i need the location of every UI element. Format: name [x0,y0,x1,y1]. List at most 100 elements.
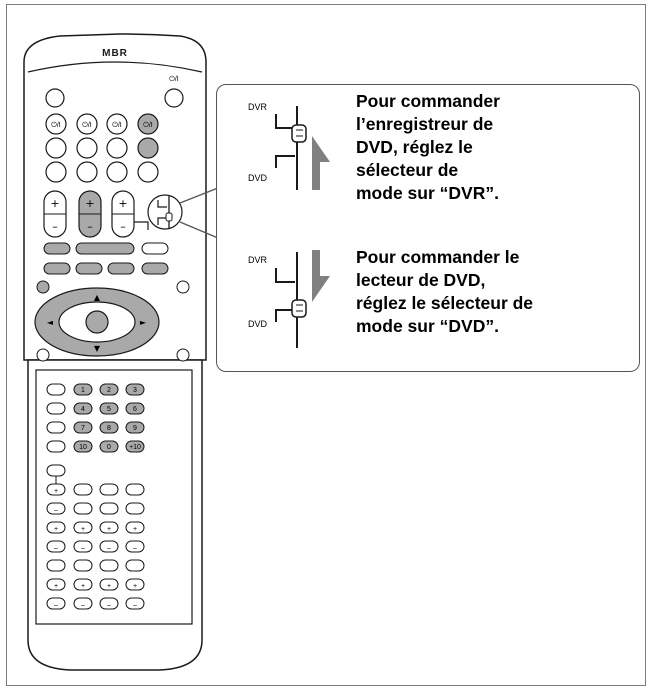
power-button-1-label: ⏻/I [51,121,60,129]
adjust-plus-1[interactable] [46,483,66,496]
power-button-4[interactable] [137,113,159,135]
adjust-minus-3b[interactable] [73,597,93,610]
adjust-minus-2a[interactable] [46,540,66,553]
adjust-plus-1-label: + [54,488,58,495]
pill-button-5[interactable] [107,262,135,275]
dpad-down-arrow: ▼ [94,344,101,353]
adjust-plus-2c-label: + [107,526,111,533]
small-button-bottom-right[interactable] [176,348,190,362]
numpad-key-7-label: 7 [81,425,85,432]
adjust-button-b4[interactable] [125,502,145,515]
dpad-up-arrow: ▲ [94,293,101,302]
adjust-button-c1[interactable] [46,559,66,572]
numpad-key-plus10[interactable] [125,440,145,453]
adjust-minus-2d-label: – [133,545,137,552]
adjust-minus-3d[interactable] [125,597,145,610]
adjust-minus-3a[interactable] [46,597,66,610]
adjust-buttons: + – + + + + – – – – + + + + – – – – [46,483,145,610]
source-button-4[interactable] [137,137,159,159]
adjust-minus-3c-label: – [107,602,111,609]
adjust-plus-3a[interactable] [46,578,66,591]
adjust-plus-3d-label: + [133,583,137,590]
numpad-key-1[interactable] [73,383,93,396]
standby-button-left[interactable] [45,88,65,108]
adjust-plus-2c[interactable] [99,521,119,534]
power-button-1[interactable] [45,113,67,135]
rocker-center-plus: + [85,197,94,210]
adjust-button-b2[interactable] [73,502,93,515]
numpad: 1 2 3 4 5 6 7 8 9 10 0 +10 [46,383,145,453]
adjust-plus-2a-label: + [54,526,58,533]
small-button-left[interactable] [36,280,50,294]
numpad-key-6[interactable] [125,402,145,415]
power-button-2-label: ⏻/I [82,121,91,129]
power-button-2[interactable] [76,113,98,135]
numpad-side-button-3[interactable] [46,421,66,434]
source-button-6[interactable] [76,161,98,183]
power-button-3[interactable] [106,113,128,135]
pill-button-3[interactable] [43,262,71,275]
source-button-5[interactable] [45,161,67,183]
adjust-minus-1[interactable] [46,502,66,515]
numpad-key-0-label: 0 [107,444,111,451]
adjust-plus-3d[interactable] [125,578,145,591]
adjust-plus-3c-label: + [107,583,111,590]
adjust-button-a2[interactable] [73,483,93,496]
adjust-button-c2[interactable] [73,559,93,572]
brand-logo: MBR [102,48,128,59]
power-button-right[interactable] [164,88,184,108]
adjust-plus-2a[interactable] [46,521,66,534]
mode-switch-knob-small[interactable] [165,212,173,222]
source-button-2[interactable] [76,137,98,159]
source-button-7[interactable] [106,161,128,183]
adjust-button-c3[interactable] [99,559,119,572]
numpad-key-5[interactable] [99,402,119,415]
adjust-plus-2d-label: + [133,526,137,533]
numpad-key-7[interactable] [73,421,93,434]
numpad-key-3-label: 3 [133,387,137,394]
adjust-button-b3[interactable] [99,502,119,515]
numpad-side-button-4[interactable] [46,440,66,453]
source-button-1[interactable] [45,137,67,159]
source-button-8[interactable] [137,161,159,183]
adjust-minus-3c[interactable] [99,597,119,610]
small-button-bottom-left[interactable] [36,348,50,362]
adjust-button-c4[interactable] [125,559,145,572]
numpad-key-10[interactable] [73,440,93,453]
adjust-minus-2b[interactable] [73,540,93,553]
adjust-plus-3c[interactable] [99,578,119,591]
dpad-enter-button[interactable] [85,310,109,334]
numpad-key-8-label: 8 [107,425,111,432]
numpad-side-button-2[interactable] [46,402,66,415]
adjust-plus-2d[interactable] [125,521,145,534]
source-button-3[interactable] [106,137,128,159]
power-label: ⏻/I [169,75,178,83]
adjust-minus-2d[interactable] [125,540,145,553]
numpad-key-2[interactable] [99,383,119,396]
extra-oval-button[interactable] [46,464,66,477]
numpad-key-3[interactable] [125,383,145,396]
small-button-right[interactable] [176,280,190,294]
adjust-minus-2c-label: – [107,545,111,552]
adjust-minus-2c[interactable] [99,540,119,553]
pill-button-4[interactable] [75,262,103,275]
adjust-plus-2b[interactable] [73,521,93,534]
pill-button-6[interactable] [141,262,169,275]
numpad-key-9[interactable] [125,421,145,434]
adjust-button-a3[interactable] [99,483,119,496]
numpad-key-4[interactable] [73,402,93,415]
numpad-key-plus10-label: +10 [129,444,141,451]
pill-button-1[interactable] [43,242,71,255]
adjust-button-a4[interactable] [125,483,145,496]
rocker-right-plus: + [118,197,127,210]
adjust-plus-3b[interactable] [73,578,93,591]
pill-button-2[interactable] [141,242,169,255]
mode-switch-zoom-circle [147,194,183,230]
pill-button-wide[interactable] [75,242,135,255]
numpad-key-0[interactable] [99,440,119,453]
numpad-side-button-1[interactable] [46,383,66,396]
numpad-key-8[interactable] [99,421,119,434]
rocker-center-minus: – [87,220,93,233]
rocker-left-plus: + [50,197,59,210]
